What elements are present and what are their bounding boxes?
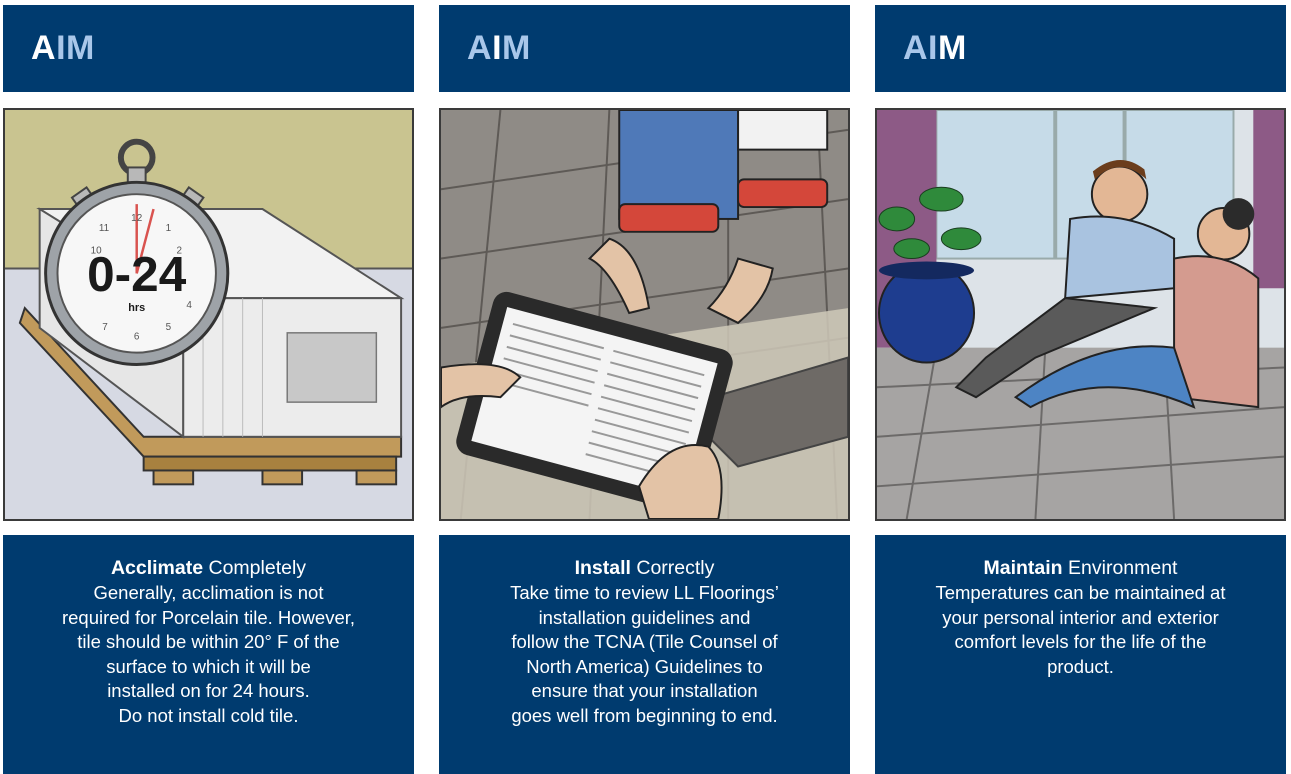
maintain-illustration bbox=[875, 108, 1286, 521]
panel-header: AIM bbox=[875, 5, 1286, 92]
pallet-icon bbox=[18, 306, 403, 486]
svg-text:10: 10 bbox=[91, 246, 103, 257]
caption-line: required for Porcelain tile. However, bbox=[61, 606, 356, 628]
caption-line: product. bbox=[1047, 655, 1114, 677]
caption-heading: Install Correctly bbox=[439, 555, 850, 581]
caption-line: Generally, acclimation is not bbox=[93, 582, 324, 603]
caption-heading-rest: Correctly bbox=[630, 557, 715, 579]
aim-panel-install: AIM bbox=[439, 0, 853, 774]
caption-install: Install Correctly Take time to review LL… bbox=[439, 535, 850, 774]
aim-panel-acclimate: AIM bbox=[3, 0, 417, 774]
svg-text:5: 5 bbox=[166, 322, 172, 333]
aim-title: AIM bbox=[903, 29, 967, 68]
aim-title: AIM bbox=[31, 29, 95, 68]
aim-letter-a: A bbox=[467, 29, 493, 67]
caption-line: ensure that your installation bbox=[531, 680, 758, 701]
couple-living-room-image bbox=[877, 110, 1284, 519]
caption-heading-bold: Acclimate bbox=[110, 557, 204, 579]
svg-text:4: 4 bbox=[186, 300, 192, 311]
panel-header: AIM bbox=[439, 5, 850, 92]
svg-text:6: 6 bbox=[134, 332, 140, 343]
man-icon bbox=[954, 159, 1176, 399]
caption-line: Do not install cold tile. bbox=[118, 704, 299, 726]
aim-letter-i: I bbox=[492, 29, 503, 67]
stopwatch-pallet-image: 12 1 11 10 2 7 6 5 4 0-24 hrs bbox=[5, 110, 412, 519]
aim-letter-m: M bbox=[502, 29, 531, 67]
svg-text:7: 7 bbox=[102, 322, 108, 333]
caption-line: tile should be within 20° F of the bbox=[77, 631, 340, 652]
aim-title: AIM bbox=[467, 29, 531, 68]
panel-header: AIM bbox=[3, 5, 414, 92]
installer-tablet-image bbox=[441, 110, 848, 519]
stopwatch-hours-text: 0-24 bbox=[87, 247, 187, 302]
stopwatch-unit-text: hrs bbox=[128, 302, 145, 314]
caption-heading-bold: Install bbox=[574, 557, 631, 579]
aim-letter-m: M bbox=[938, 29, 967, 67]
aim-panel-maintain: AIM bbox=[875, 0, 1289, 774]
aim-letter-a: A bbox=[31, 29, 57, 67]
svg-text:11: 11 bbox=[99, 223, 110, 234]
floor-tiles-icon bbox=[877, 347, 1284, 519]
caption-heading-bold: Maintain bbox=[983, 557, 1063, 579]
caption-line: follow the TCNA (Tile Counsel of bbox=[511, 631, 778, 652]
woman-icon bbox=[1013, 198, 1260, 409]
caption-line: your personal interior and exterior bbox=[942, 606, 1219, 628]
aim-letters-ai: AI bbox=[903, 29, 938, 67]
svg-text:1: 1 bbox=[166, 223, 172, 234]
caption-heading-rest: Environment bbox=[1062, 557, 1178, 579]
caption-line: surface to which it will be bbox=[106, 655, 311, 677]
install-illustration bbox=[439, 108, 850, 521]
caption-line: goes well from beginning to end. bbox=[511, 704, 778, 726]
caption-heading-rest: Completely bbox=[203, 557, 307, 579]
svg-text:12: 12 bbox=[131, 213, 142, 224]
installer-icon bbox=[587, 110, 829, 325]
caption-maintain: Maintain Environment Temperatures can be… bbox=[875, 535, 1286, 774]
caption-line: North America) Guidelines to bbox=[526, 655, 763, 677]
caption-line: Temperatures can be maintained at bbox=[935, 582, 1226, 603]
aim-letters-im: IM bbox=[56, 29, 95, 67]
caption-line: installation guidelines and bbox=[538, 606, 751, 628]
svg-text:2: 2 bbox=[177, 246, 183, 257]
caption-acclimate: Acclimate Completely Generally, acclimat… bbox=[3, 535, 414, 774]
caption-line: Take time to review LL Floorings’ bbox=[510, 582, 779, 603]
potted-plant-icon bbox=[877, 186, 982, 364]
caption-line: comfort levels for the life of the bbox=[954, 631, 1207, 652]
stopwatch-icon: 12 1 11 10 2 7 6 5 4 0-24 hrs bbox=[44, 138, 230, 366]
tablet-icon bbox=[441, 291, 733, 519]
acclimate-illustration: 12 1 11 10 2 7 6 5 4 0-24 hrs bbox=[3, 108, 414, 521]
caption-heading: Acclimate Completely bbox=[3, 555, 414, 581]
curtain-right-icon bbox=[1253, 110, 1284, 289]
caption-line: installed on for 24 hours. bbox=[107, 680, 310, 701]
caption-heading: Maintain Environment bbox=[875, 555, 1286, 581]
